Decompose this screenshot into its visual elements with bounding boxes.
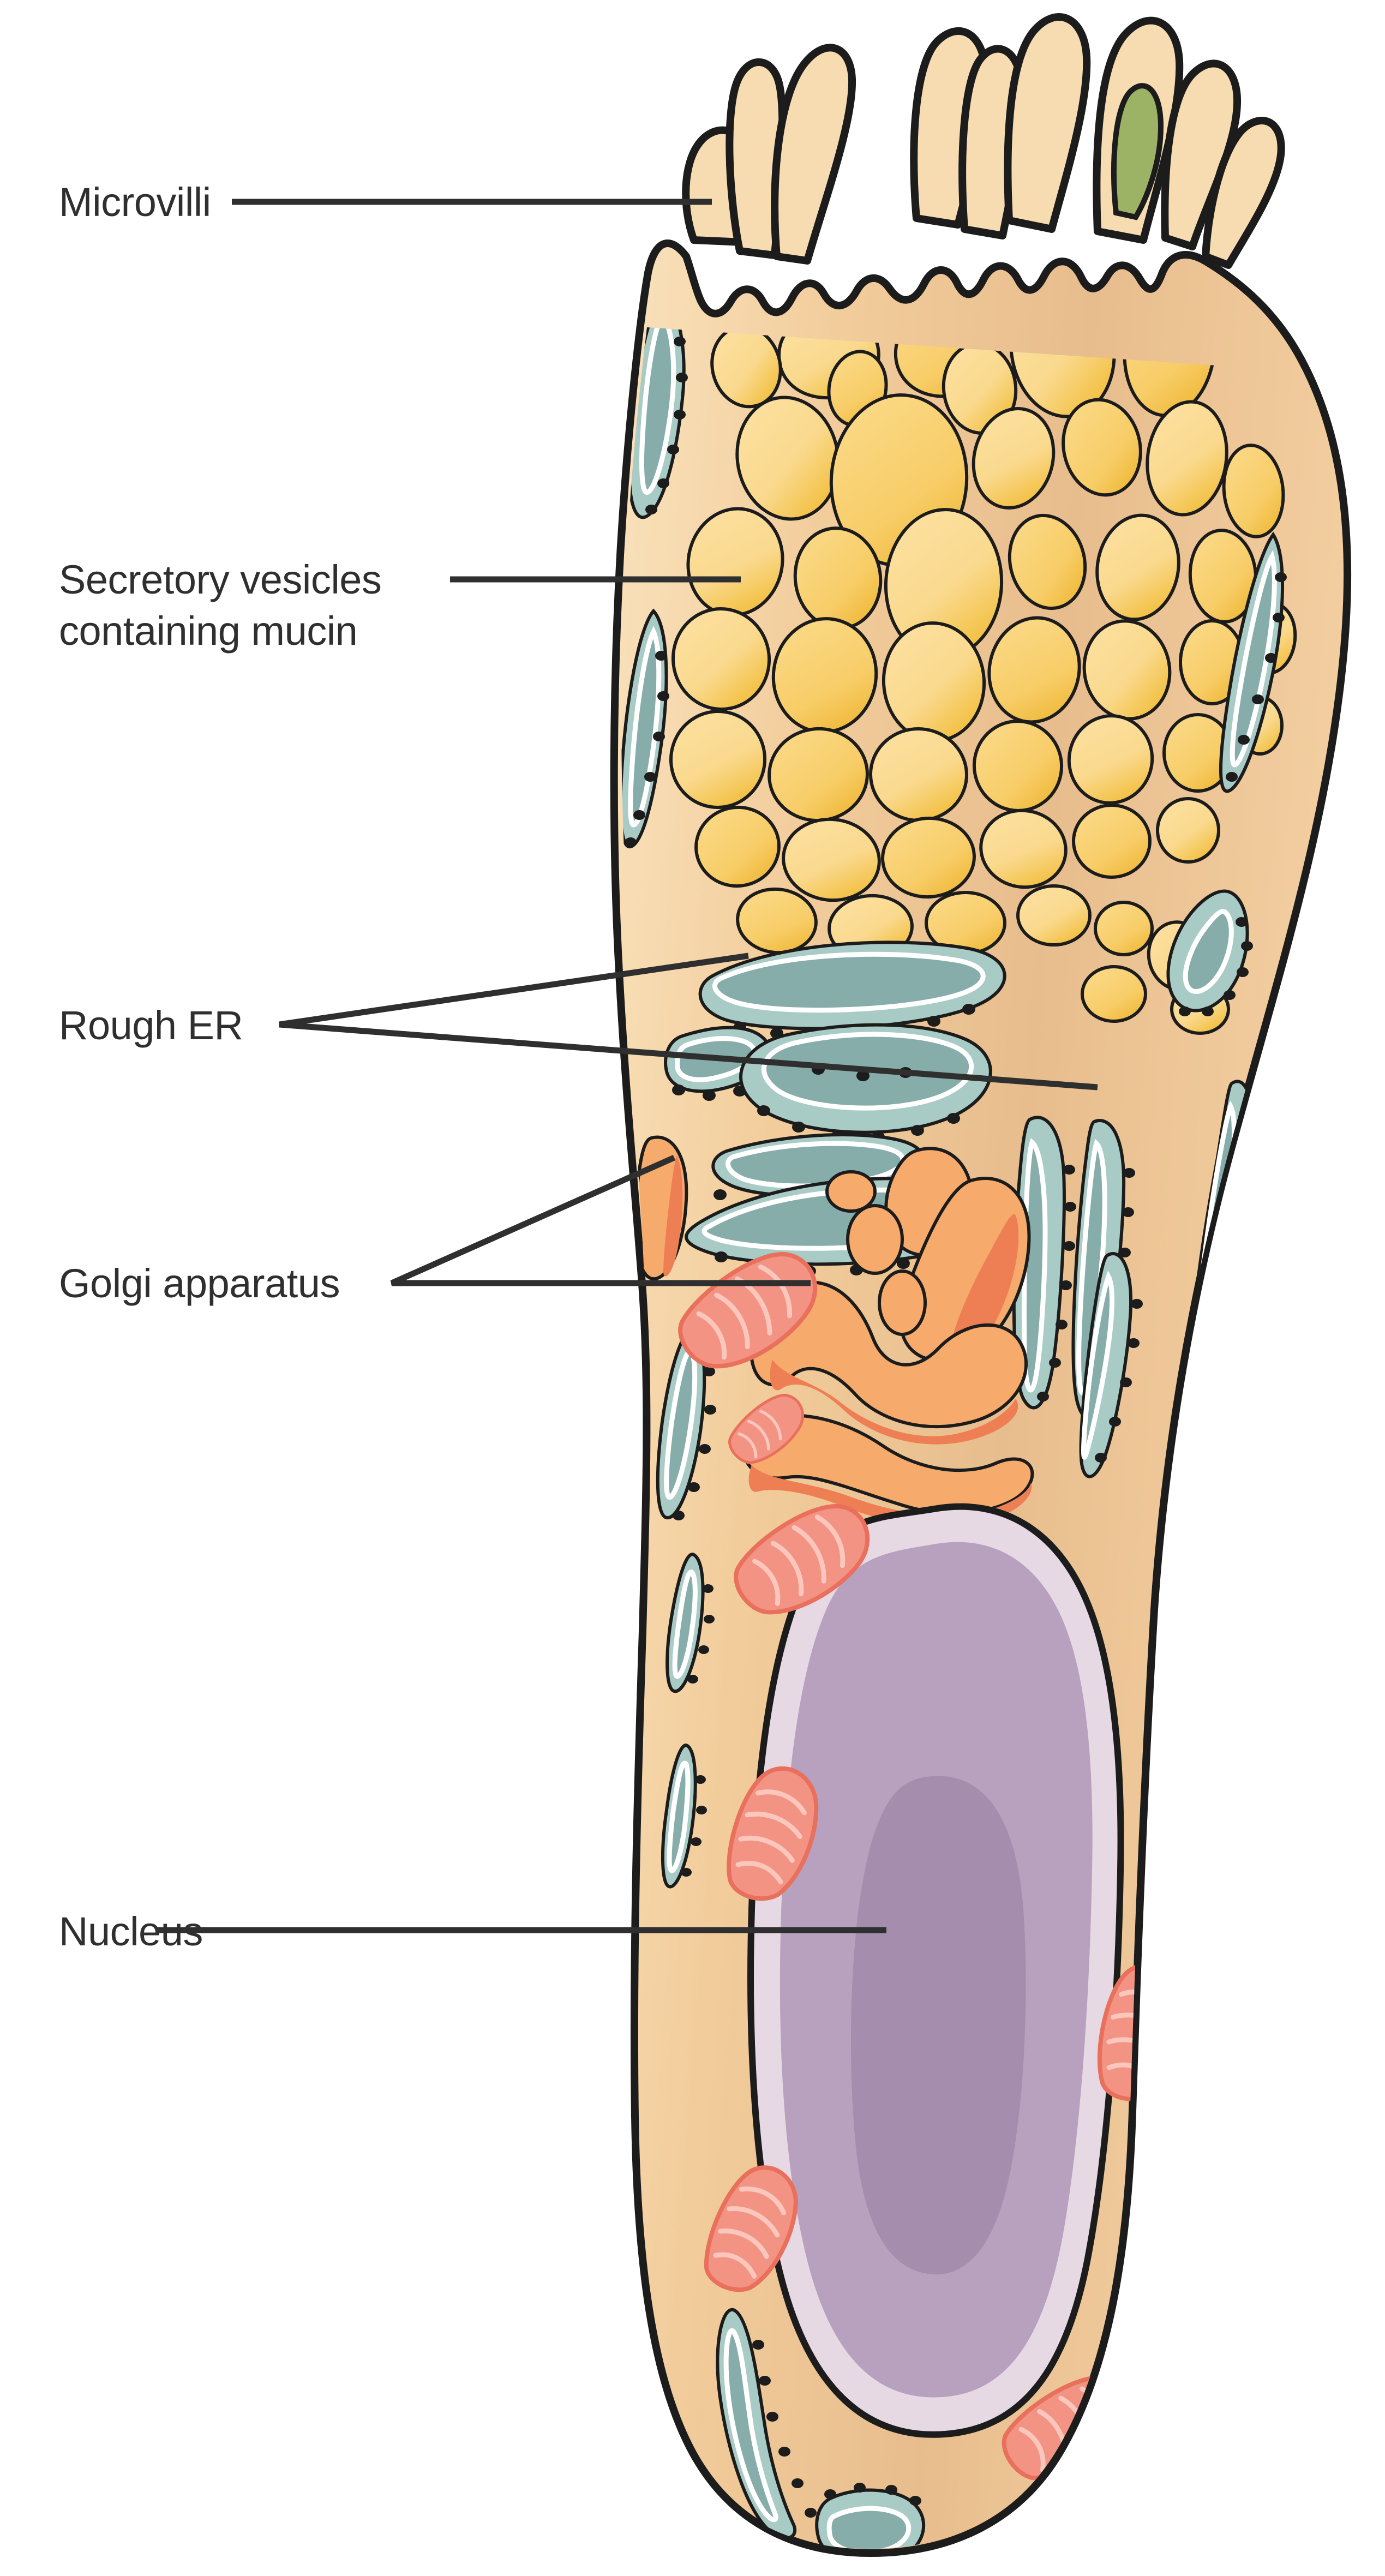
secretory-vesicle [1081, 965, 1147, 1023]
secretory-vesicle [736, 887, 818, 955]
rough-er-cisterna [621, 608, 669, 849]
secretory-vesicle [1156, 797, 1220, 864]
nucleolus [850, 1776, 1026, 2275]
golgi-vesicle [846, 1204, 904, 1275]
secretory-vesicle [1067, 714, 1154, 805]
leader-line-rough-er [279, 952, 1098, 1091]
golgi-cisterna [750, 1280, 1028, 1429]
mitochondria-group [678, 1252, 1184, 2481]
secretory-vesicle [1062, 398, 1142, 497]
secretory-vesicle [671, 607, 771, 711]
secretory-vesicle [1095, 513, 1180, 621]
secretory-vesicle [881, 816, 976, 899]
golgi-shading [663, 1155, 683, 1277]
rough-er-cisterna [1166, 889, 1253, 1016]
mitochondrion [704, 2165, 798, 2292]
rough-er-cisterna [815, 2483, 926, 2549]
secretory-vesicle [1008, 513, 1087, 610]
microvillus-9 [1202, 117, 1285, 269]
label-microvilli: Microvilli [59, 179, 211, 225]
rough-er-cisterna [1219, 531, 1287, 793]
microvillus-6 [1004, 13, 1091, 233]
labels-group: Microvilli Secretory vesicles containing… [59, 179, 382, 1954]
rough-er-cisterna [661, 1744, 707, 1889]
secretory-vesicle [782, 817, 881, 902]
secretory-vesicle [1146, 400, 1228, 517]
leader-line-golgi-apparatus [390, 1154, 811, 1286]
secretory-vesicle [1072, 804, 1152, 879]
label-golgi-apparatus: Golgi apparatus [59, 1261, 340, 1306]
secretory-vesicle [669, 710, 767, 809]
secretory-vesicle [1094, 901, 1154, 956]
rough-er-cisterna [656, 1329, 716, 1520]
golgi-vesicle [878, 1269, 927, 1336]
secretory-vesicle [972, 407, 1056, 510]
secretory-vesicle [979, 808, 1068, 889]
mitochondrion [728, 1393, 804, 1464]
golgi-vesicle [825, 1170, 877, 1213]
rough-er-cisterna [711, 1133, 926, 1210]
golgi-shading [950, 1214, 1019, 1361]
label-secretory-vesicles-line2: containing mucin [59, 608, 357, 654]
label-nucleus: Nucleus [59, 1909, 203, 1954]
rough-er-cisterna [698, 940, 1006, 1041]
secretory-vesicle [1016, 884, 1092, 946]
secretory-vesicle [1222, 444, 1285, 538]
rough-er-cisterna [716, 2308, 817, 2540]
microvilli-group [682, 13, 1285, 269]
label-secretory-vesicles-line1: Secretory vesicles [59, 557, 381, 602]
leader-lines-group [155, 199, 1098, 1933]
nucleus-group [747, 1503, 1124, 2438]
green-inclusion [1111, 83, 1164, 220]
secretory-vesicle [1082, 619, 1172, 721]
rough-er-cisterna [665, 1553, 715, 1693]
mitochondrion [734, 1504, 870, 1615]
microvillus-3 [771, 44, 856, 265]
secretory-vesicle [694, 805, 781, 888]
rough-er-cisterna [1079, 1252, 1143, 1478]
label-rough-er: Rough ER [59, 1003, 243, 1048]
mitochondrion [727, 1766, 819, 1901]
